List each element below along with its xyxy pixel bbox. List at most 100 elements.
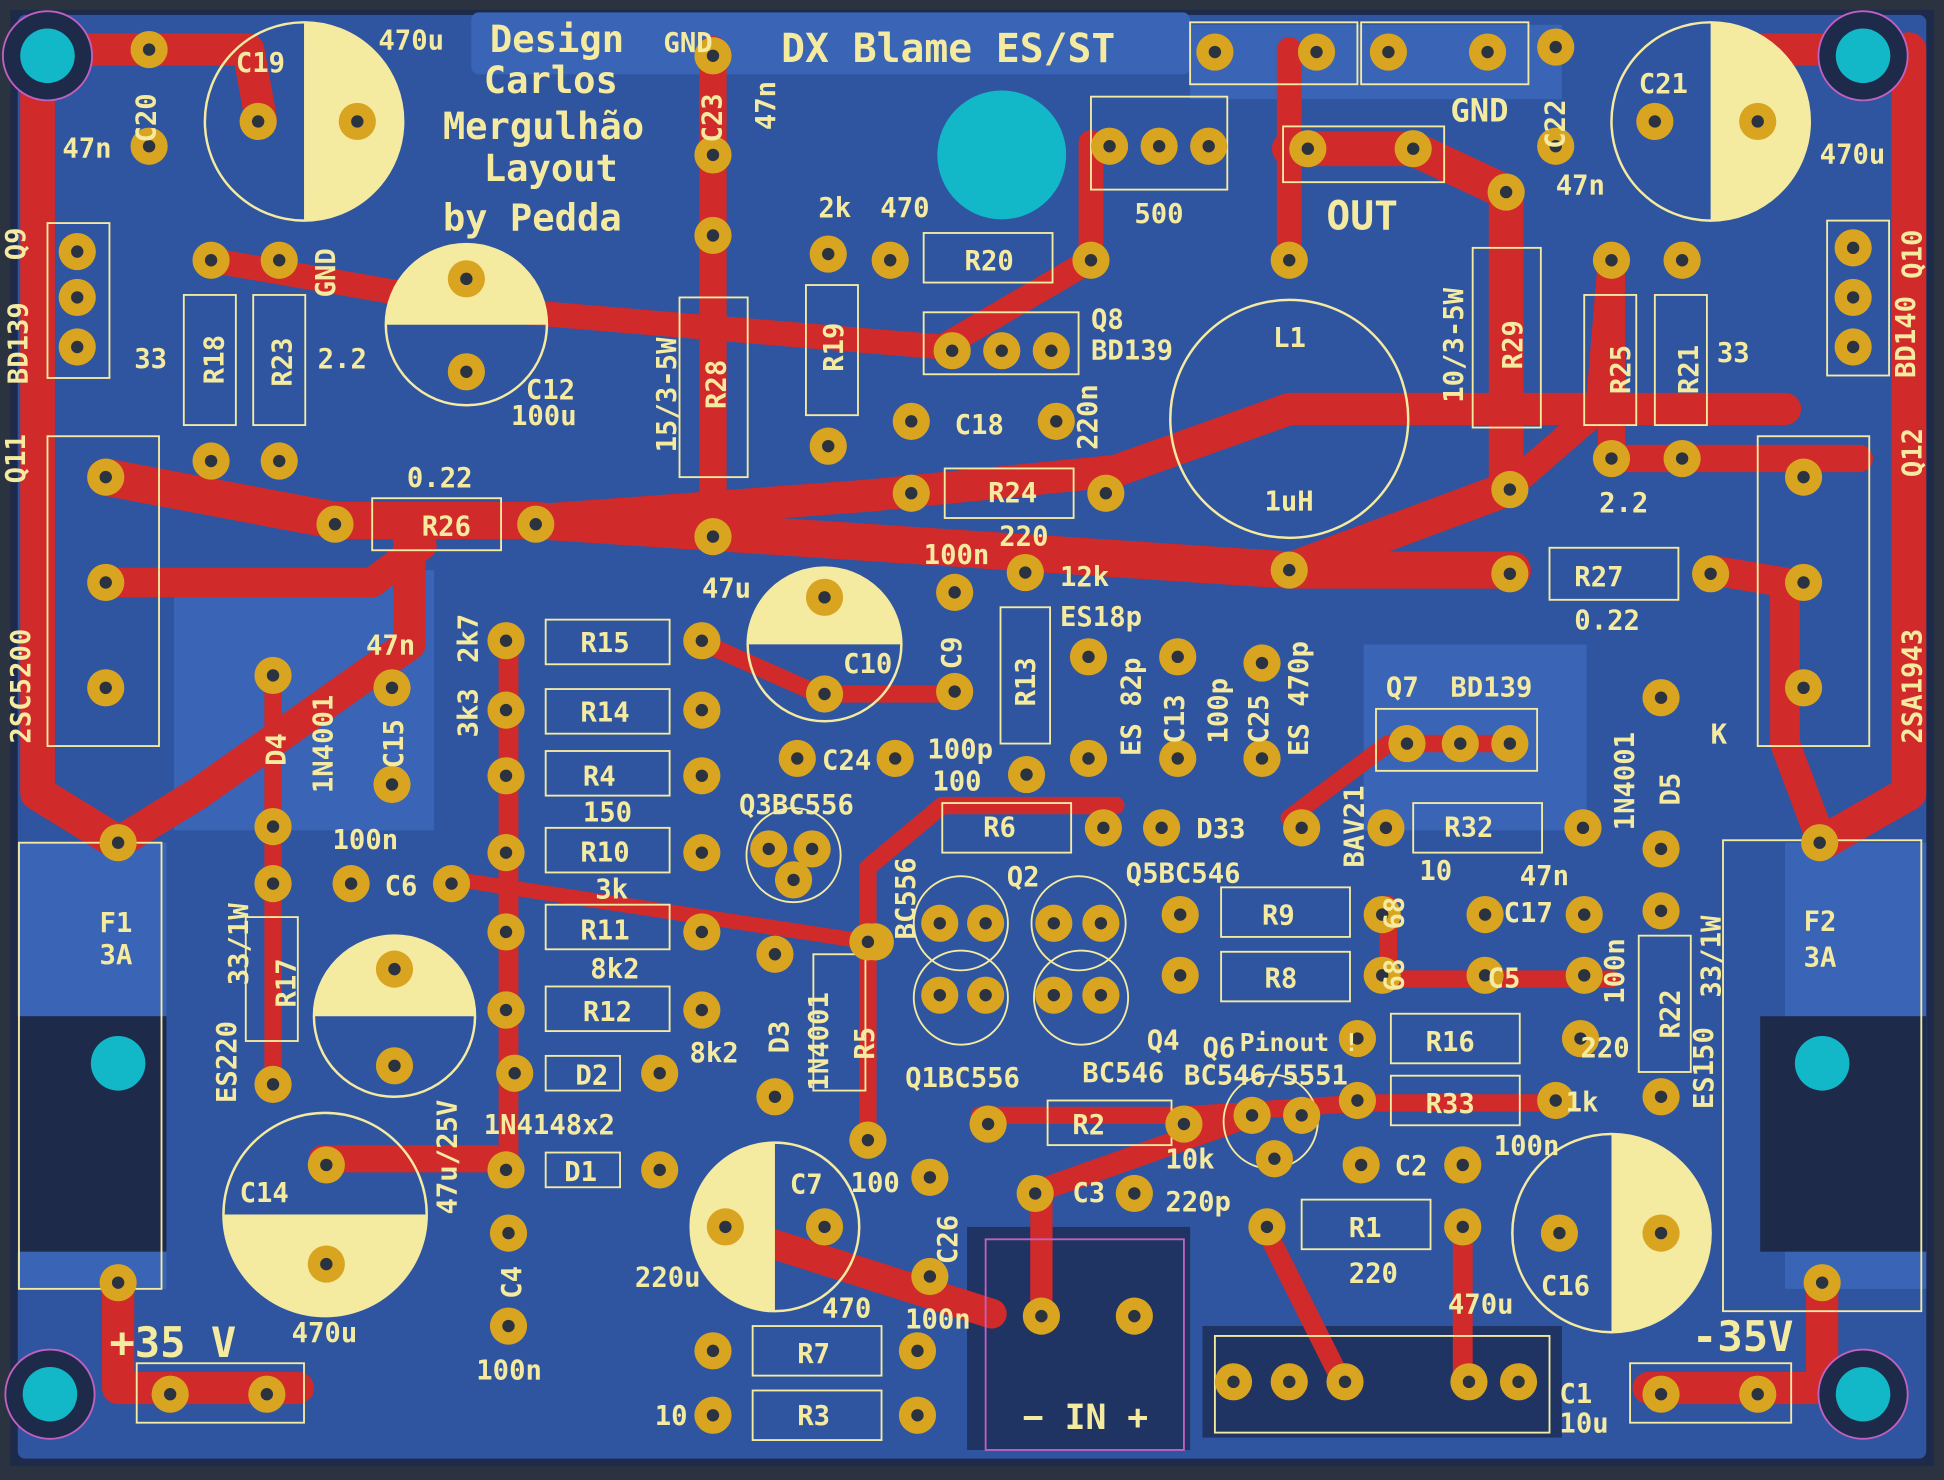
pad — [1394, 130, 1432, 168]
component-label: C22 — [1540, 99, 1571, 148]
pad — [892, 474, 930, 512]
pad — [487, 691, 525, 729]
pad — [1363, 896, 1401, 934]
pad — [1537, 127, 1575, 165]
pad — [969, 1105, 1007, 1143]
component-label: 47u — [702, 573, 751, 604]
pad — [774, 861, 813, 899]
pad — [1248, 1208, 1286, 1246]
pad — [1784, 458, 1823, 496]
component-label: C19 — [236, 48, 285, 79]
component-label: R24 — [988, 478, 1037, 509]
pad — [1115, 1297, 1153, 1335]
credit-line-3: Mergulhão — [443, 104, 644, 148]
component-label: 10 — [655, 1401, 688, 1432]
credit-line-2: Carlos — [484, 58, 618, 102]
component-label: ES150 — [1689, 1027, 1720, 1109]
component-label: C25 — [1244, 694, 1275, 743]
component-label: 220u — [635, 1262, 701, 1293]
component-label: R10 — [580, 837, 629, 868]
component-label: GND — [311, 248, 342, 297]
pad — [1642, 830, 1680, 868]
component-label: Q11 — [1, 434, 32, 483]
component-label: 68 — [1379, 897, 1410, 930]
component-label: 2SC5200 — [6, 629, 37, 744]
pad — [1342, 1146, 1380, 1184]
pad — [1784, 563, 1823, 602]
pad — [1270, 1363, 1308, 1401]
pad — [1016, 1174, 1054, 1213]
component-label: ES 470p — [1284, 641, 1315, 756]
pad — [1537, 28, 1575, 66]
pad — [1441, 724, 1479, 763]
component-label: C4 — [497, 1266, 528, 1299]
silkscreen-text: Design Carlos Mergulhão Layout by Pedda … — [109, 17, 1793, 1438]
pad — [849, 923, 887, 961]
component-label: Q10 — [1897, 230, 1928, 279]
pad — [809, 235, 847, 273]
pad — [683, 757, 721, 795]
component-label: R26 — [422, 511, 471, 542]
component-label: 8k2 — [689, 1038, 738, 1069]
component-label: 470 — [822, 1293, 871, 1324]
component-label: 3A — [100, 940, 133, 971]
component-label: 100 — [851, 1168, 900, 1199]
component-label: 15/3-5W — [652, 337, 683, 452]
pad — [239, 102, 277, 141]
component-label: BD139 — [1091, 335, 1173, 366]
pad — [1388, 724, 1426, 763]
component-label: 1k — [1566, 1088, 1599, 1119]
component-label: 0.22 — [407, 463, 473, 494]
pad — [517, 505, 555, 543]
pad — [1233, 1096, 1271, 1134]
pad — [1165, 1105, 1203, 1143]
pad — [1082, 976, 1120, 1014]
component-label: BC546/5551 — [1184, 1060, 1348, 1091]
pad — [1663, 439, 1701, 478]
component-label: K — [1711, 720, 1728, 751]
component-label: D5 — [1656, 773, 1687, 806]
credit-line-5: by Pedda — [443, 196, 622, 240]
pad — [496, 1054, 534, 1092]
component-label: BAV21 — [1340, 785, 1371, 867]
pad — [1564, 809, 1602, 847]
component-label: C24 — [822, 746, 871, 777]
pad — [778, 739, 816, 778]
component-label: C2 — [1395, 1151, 1428, 1182]
component-label: R21 — [1674, 345, 1705, 394]
pad — [1022, 1297, 1060, 1335]
component-label: 220n — [1073, 384, 1104, 450]
component-label: C8 — [317, 977, 348, 1010]
pad — [1159, 739, 1197, 778]
component-outlines — [18, 21, 1923, 1451]
component-label: R8 — [1264, 964, 1297, 995]
component-label: R2 — [1072, 1110, 1105, 1141]
component-label: Q9 — [1, 227, 32, 260]
pad — [373, 765, 411, 804]
pad — [1032, 332, 1070, 370]
pad — [487, 913, 525, 951]
component-label: D1 — [564, 1157, 597, 1188]
component-label: 1N4001 — [804, 992, 835, 1090]
component-label: C17 — [1504, 898, 1553, 929]
pad — [99, 824, 137, 862]
pad — [1642, 1214, 1680, 1252]
component-label: ES220 — [212, 1021, 243, 1103]
pad — [1663, 241, 1701, 279]
pad — [1363, 956, 1401, 994]
component-label: 100p — [1203, 678, 1234, 744]
pad — [921, 976, 959, 1014]
component-label: 100 — [932, 767, 981, 798]
component-label: R11 — [580, 915, 629, 946]
pad — [805, 675, 844, 713]
component-label: R16 — [1426, 1027, 1475, 1058]
component-label: BD140 — [1891, 296, 1922, 378]
component-label: R33 — [1426, 1089, 1475, 1120]
pad — [1037, 402, 1075, 440]
component-label: F2 — [1804, 907, 1837, 938]
component-label: R22 — [1656, 989, 1687, 1038]
pad — [87, 563, 125, 602]
